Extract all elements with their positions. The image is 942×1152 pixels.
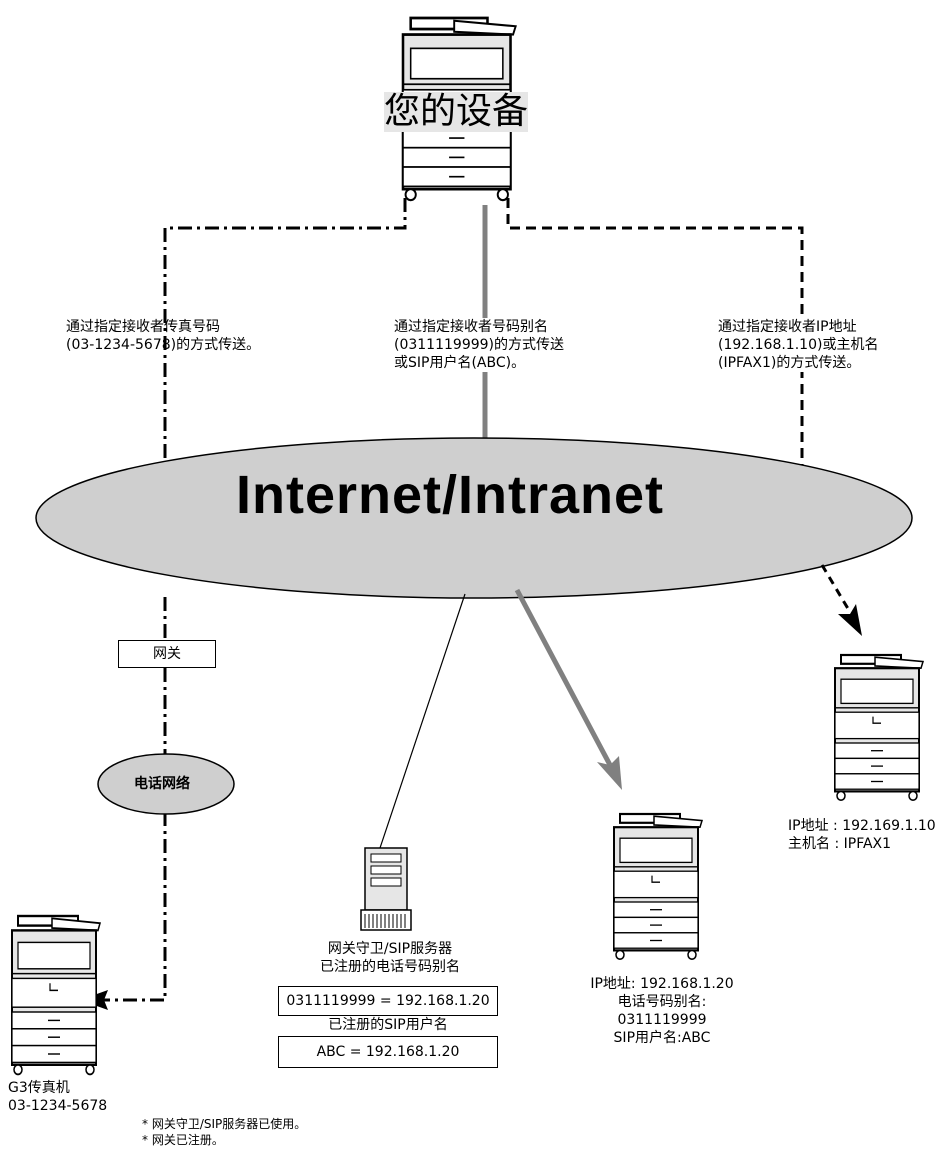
- ip-fax-copier-right: [833, 653, 925, 802]
- dash-dot-path-fax: [163, 198, 407, 470]
- sip-registry-entry: ABC = 192.168.1.20: [278, 1036, 498, 1068]
- gray-arrow-line: [514, 588, 613, 767]
- ip-fax-copier-middle: [612, 812, 704, 961]
- dashed-arrowhead: [838, 604, 862, 636]
- dashed-arrow-line: [820, 564, 852, 613]
- your-device-label: 您的设备: [384, 91, 529, 132]
- footnote-2: * 网关已注册。: [142, 1133, 224, 1147]
- dash-dot-path-to-g3: [98, 812, 167, 1002]
- path-label-fax: 通过指定接收者传真号码(03-1234-5678)的方式传送。: [66, 319, 261, 353]
- footnotes: * 网关守卫/SIP服务器已使用。 * 网关已注册。: [142, 1116, 306, 1148]
- server-icon: [360, 847, 412, 931]
- server-label: 网关守卫/SIP服务器已注册的电话号码别名: [320, 941, 460, 975]
- gateway-box: 网关: [118, 640, 216, 668]
- g3-fax-copier: [10, 914, 102, 1076]
- alias-registry-entry: 0311119999 = 192.168.1.20: [278, 986, 498, 1016]
- internet-ellipse: [35, 437, 913, 599]
- server-thin-line: [379, 593, 466, 849]
- gray-arrowhead: [597, 756, 622, 790]
- path-label-ip: 通过指定接收者IP地址(192.168.1.10)或主机名(IPFAX1)的方式…: [718, 318, 879, 372]
- footnote-1: * 网关守卫/SIP服务器已使用。: [142, 1117, 307, 1131]
- phone-network-label: 电话网络: [134, 776, 190, 792]
- dashed-path-ip: [506, 198, 804, 470]
- network-label: Internet/Intranet: [236, 465, 665, 525]
- phone-network-ellipse: [97, 753, 235, 815]
- sip-registry-header: 已注册的SIP用户名: [328, 1017, 448, 1033]
- path-label-alias: 通过指定接收者号码别名(0311119999)的方式传送或SIP用户名(ABC)…: [394, 318, 564, 372]
